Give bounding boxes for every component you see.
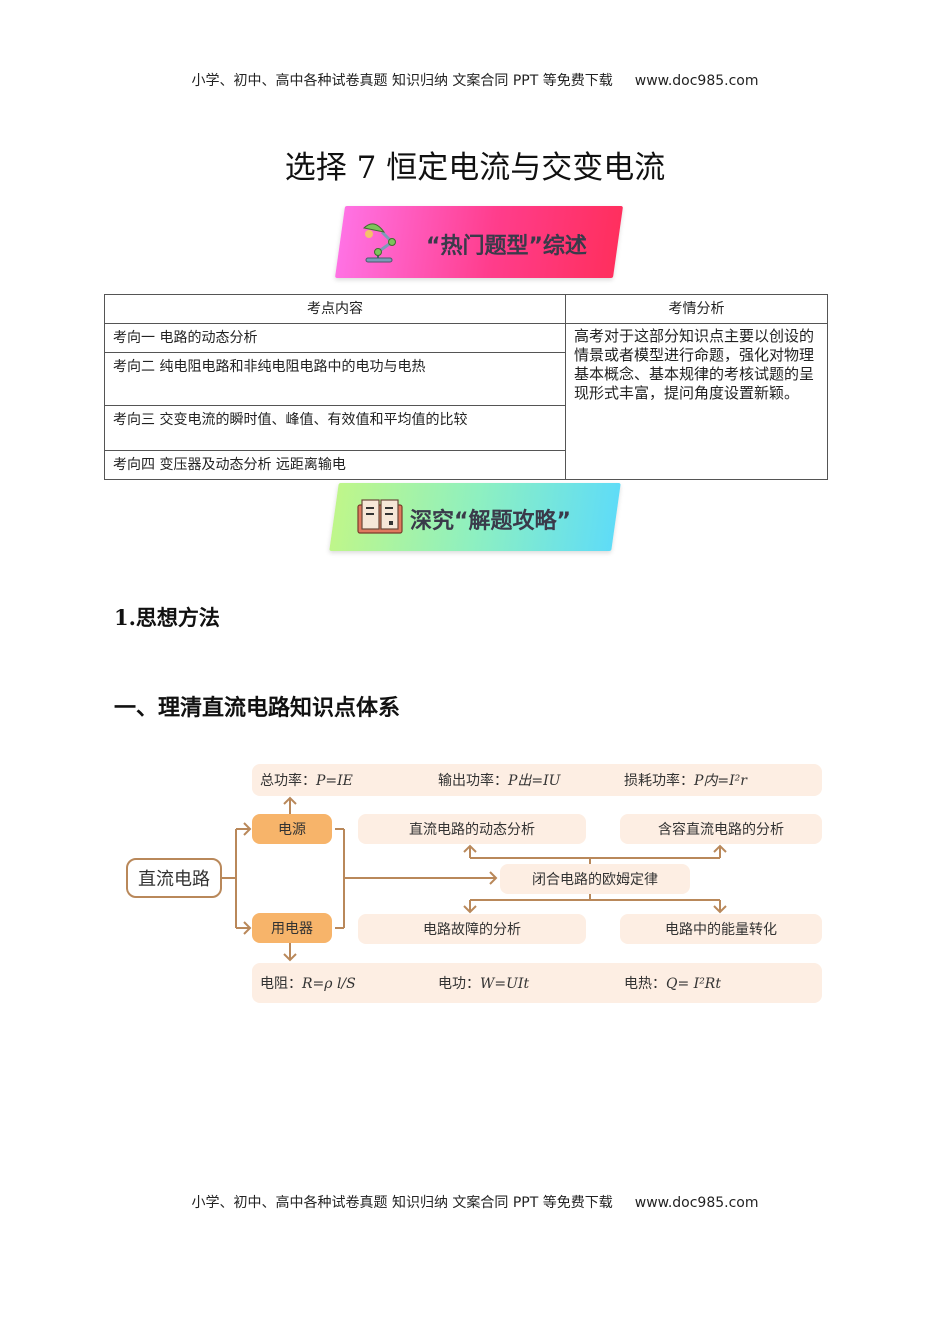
dc-circuit-root-node: 直流电路 [126,858,222,898]
footer-text: 小学、初中、高中各种试卷真题 知识归纳 文案合同 PPT 等免费下载 [191,1195,613,1211]
work-label: 电功： [438,976,480,992]
appliance-node: 用电器 [252,913,332,943]
loss-power-label: 损耗功率： [624,773,694,789]
appliance-formulas-pill: 电阻：R=ρ l/S 电功：W=UIt 电热：Q= I²Rt [252,963,822,1003]
hot-topics-banner: “热门题型”综述 [334,206,624,278]
hot-topics-label: “热门题型”综述 [426,234,587,259]
power-source-node: 电源 [252,814,332,844]
table-row: 考向二 纯电阻电路和非纯电阻电路中的电功与电热 [104,352,566,406]
solution-strategy-label: 深究“解题攻略” [410,509,571,534]
total-power-label: 总功率： [260,773,316,789]
energy-conversion-label: 电路中的能量转化 [665,922,777,938]
exam-points-table: 考点内容 考情分析 考向一 电路的动态分析 高考对于这部分知识点主要以创设的情景… [104,294,828,480]
table-row: 考向一 电路的动态分析 [104,323,566,353]
capacitor-analysis-label: 含容直流电路的分析 [658,822,784,838]
loss-power-formula: P内=I²r [694,773,747,789]
output-power-formula: P出=IU [508,773,561,789]
dynamic-analysis-pill: 直流电路的动态分析 [358,814,586,844]
energy-conversion-pill: 电路中的能量转化 [620,914,822,944]
ohm-law-label: 闭合电路的欧姆定律 [532,872,658,888]
open-book-icon [357,499,403,534]
resistance-label: 电阻： [260,976,302,992]
table-row: 考向四 变压器及动态分析 远距离输电 [104,450,566,480]
footer-url[interactable]: www.doc985.com [634,1195,759,1211]
analysis-cell: 高考对于这部分知识点主要以创设的情景或者模型进行命题，强化对物理基本概念、基本规… [565,323,828,480]
work-formula: W=UIt [480,976,530,992]
ohm-law-pill: 闭合电路的欧姆定律 [500,864,690,894]
table-row: 考向三 交变电流的瞬时值、峰值、有效值和平均值的比较 [104,405,566,451]
page-footer: 小学、初中、高中各种试卷真题 知识归纳 文案合同 PPT 等免费下载 www.do… [0,1192,950,1212]
section-heading-dc-circuit: 一、理清直流电路知识点体系 [114,696,401,721]
heat-formula: Q= I²Rt [666,976,721,992]
heat-label: 电热： [624,976,666,992]
header-url[interactable]: www.doc985.com [634,73,759,89]
desk-lamp-icon [362,223,396,263]
header-text: 小学、初中、高中各种试卷真题 知识归纳 文案合同 PPT 等免费下载 [191,73,613,89]
resistance-formula: R=ρ l/S [302,976,356,992]
fault-analysis-pill: 电路故障的分析 [358,914,586,944]
table-header-content: 考点内容 [104,294,566,324]
solution-strategy-banner: 深究“解题攻略” [329,483,621,551]
table-header-analysis: 考情分析 [565,294,828,324]
dynamic-analysis-label: 直流电路的动态分析 [409,822,535,838]
power-formulas-pill: 总功率：P=IE 输出功率：P出=IU 损耗功率：P内=I²r [252,764,822,796]
page-title: 选择 7 恒定电流与交变电流 [284,150,666,186]
fault-analysis-label: 电路故障的分析 [423,922,521,938]
total-power-formula: P=IE [316,773,353,789]
dc-circuit-knowledge-diagram: 总功率：P=IE 输出功率：P出=IU 损耗功率：P内=I²r 直流电路 电源 … [122,758,828,1008]
output-power-label: 输出功率： [438,773,508,789]
page-header: 小学、初中、高中各种试卷真题 知识归纳 文案合同 PPT 等免费下载 www.do… [0,70,950,90]
diagram-connectors [222,796,727,962]
section-heading-methods: 1.思想方法 [114,605,220,630]
capacitor-analysis-pill: 含容直流电路的分析 [620,814,822,844]
